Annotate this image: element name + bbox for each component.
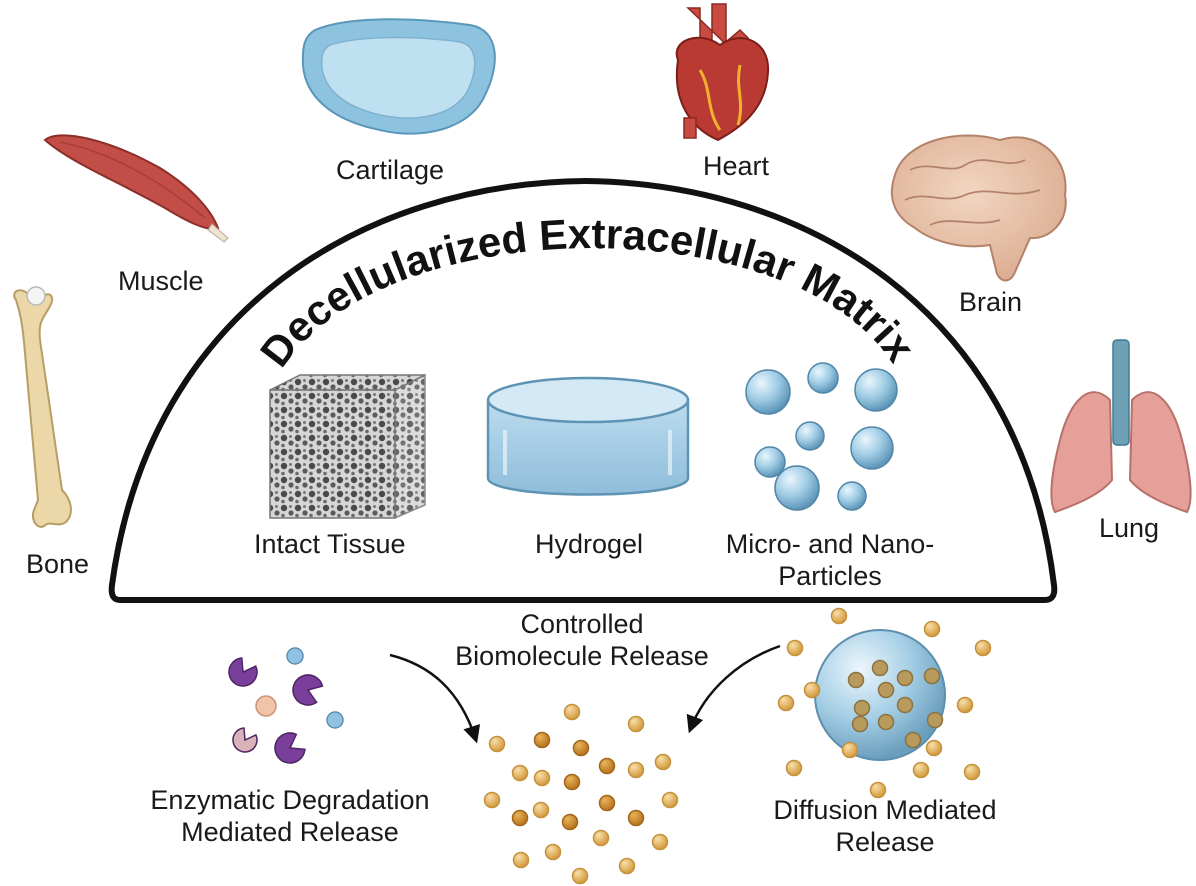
encapsulated-biomolecule (877, 713, 895, 731)
lung-icon (1050, 339, 1192, 514)
biomolecule (572, 739, 590, 757)
particle (854, 368, 898, 412)
muscle-label: Muscle (118, 266, 204, 296)
diffusing-biomolecules (777, 607, 992, 799)
brain-icon (890, 134, 1067, 282)
intact-tissue-label: Intact Tissue (254, 529, 406, 559)
lung-label: Lung (1099, 513, 1160, 543)
biomolecule (532, 801, 550, 819)
biomolecule (661, 791, 679, 809)
encapsulated-biomolecule (847, 671, 865, 689)
biomolecule (785, 759, 803, 777)
controlled-release-label: Controlled Biomolecule Release (437, 608, 727, 672)
muscle-icon (43, 134, 229, 243)
bone-label: Bone (26, 549, 90, 579)
particles-label: Micro- and Nano- Particles (705, 528, 955, 592)
released-biomolecules-cluster (483, 703, 679, 885)
enzyme (292, 674, 324, 706)
biomolecule (598, 757, 616, 775)
particles-label-line2: Particles (778, 561, 882, 591)
biomolecule (651, 833, 669, 851)
particles-label-line1: Micro- and Nano- (725, 529, 935, 559)
encapsulated-biomolecule (926, 711, 944, 729)
enzymatic-release-line2: Mediated Release (181, 817, 399, 847)
biomolecule (618, 857, 636, 875)
biomolecule (627, 715, 645, 733)
biomolecule (571, 867, 589, 885)
encapsulated-biomolecule (904, 731, 922, 749)
biomolecule (561, 813, 579, 831)
particle (795, 421, 825, 451)
particle (850, 426, 894, 470)
hydrogel-icon (486, 376, 690, 496)
controlled-release-line1: Controlled (520, 609, 644, 639)
enzyme (274, 732, 306, 764)
biomolecule (563, 773, 581, 791)
biomolecule (483, 791, 501, 809)
bone-icon (13, 286, 72, 528)
cargo-molecule (286, 647, 304, 665)
cartilage-icon (301, 18, 496, 135)
enzyme (228, 657, 258, 687)
biomolecule (925, 739, 943, 757)
particle (745, 369, 791, 415)
encapsulated-biomolecule (871, 659, 889, 677)
biomolecule (786, 639, 804, 657)
heart-icon (675, 3, 770, 142)
biomolecule (803, 681, 821, 699)
enzymatic-arrow (389, 653, 481, 744)
enzymatic-release-line1: Enzymatic Degradation (150, 785, 430, 815)
biomolecule (830, 607, 848, 625)
cargo-molecule (326, 711, 344, 729)
intact-tissue-icon (269, 373, 426, 520)
biomolecule (912, 761, 930, 779)
encapsulated-biomolecule (853, 699, 871, 717)
biomolecule (544, 843, 562, 861)
encapsulated-biomolecule (851, 715, 869, 733)
diffusion-release-label: Diffusion Mediated Release (745, 794, 1025, 858)
particle (807, 362, 839, 394)
diffusion-release-line1: Diffusion Mediated (773, 795, 997, 825)
micro-nano-particles-icon (745, 362, 898, 511)
biomolecule (974, 639, 992, 657)
biomolecule (533, 731, 551, 749)
heart-label: Heart (703, 151, 770, 181)
matrix-dome-outline (108, 178, 1058, 603)
biomolecule (923, 620, 941, 638)
brain-label: Brain (959, 287, 1023, 317)
encapsulated-biomolecule (877, 681, 895, 699)
biomolecule (512, 851, 530, 869)
particle (754, 446, 786, 478)
biomolecule (841, 741, 859, 759)
biomolecule (963, 763, 981, 781)
biomolecule (598, 794, 616, 812)
hydrogel-label: Hydrogel (535, 529, 644, 559)
diffusion-release-line2: Release (835, 827, 935, 857)
enzymatic-degradation-icon (228, 647, 344, 764)
diffusion-arrow (686, 644, 781, 734)
biomolecule (777, 694, 795, 712)
biomolecule (654, 753, 672, 771)
biomolecule (592, 829, 610, 847)
encapsulated-biomolecule (896, 696, 914, 714)
biomolecule (563, 703, 581, 721)
biomolecule (511, 764, 529, 782)
particle (837, 481, 867, 511)
biomolecule (488, 735, 506, 753)
biomolecule (956, 696, 974, 714)
encapsulated-biomolecule (923, 667, 941, 685)
biomolecule (627, 761, 645, 779)
biomolecule (533, 769, 551, 787)
biomolecule (627, 809, 645, 827)
encapsulated-biomolecule (896, 669, 914, 687)
controlled-release-line2: Biomolecule Release (455, 641, 709, 671)
biomolecule (869, 781, 887, 799)
cargo-molecule (255, 695, 277, 717)
cartilage-label: Cartilage (336, 155, 445, 185)
biomolecule (511, 809, 529, 827)
enzyme (232, 727, 258, 753)
enzymatic-release-label: Enzymatic Degradation Mediated Release (130, 784, 450, 848)
particle (774, 465, 820, 511)
